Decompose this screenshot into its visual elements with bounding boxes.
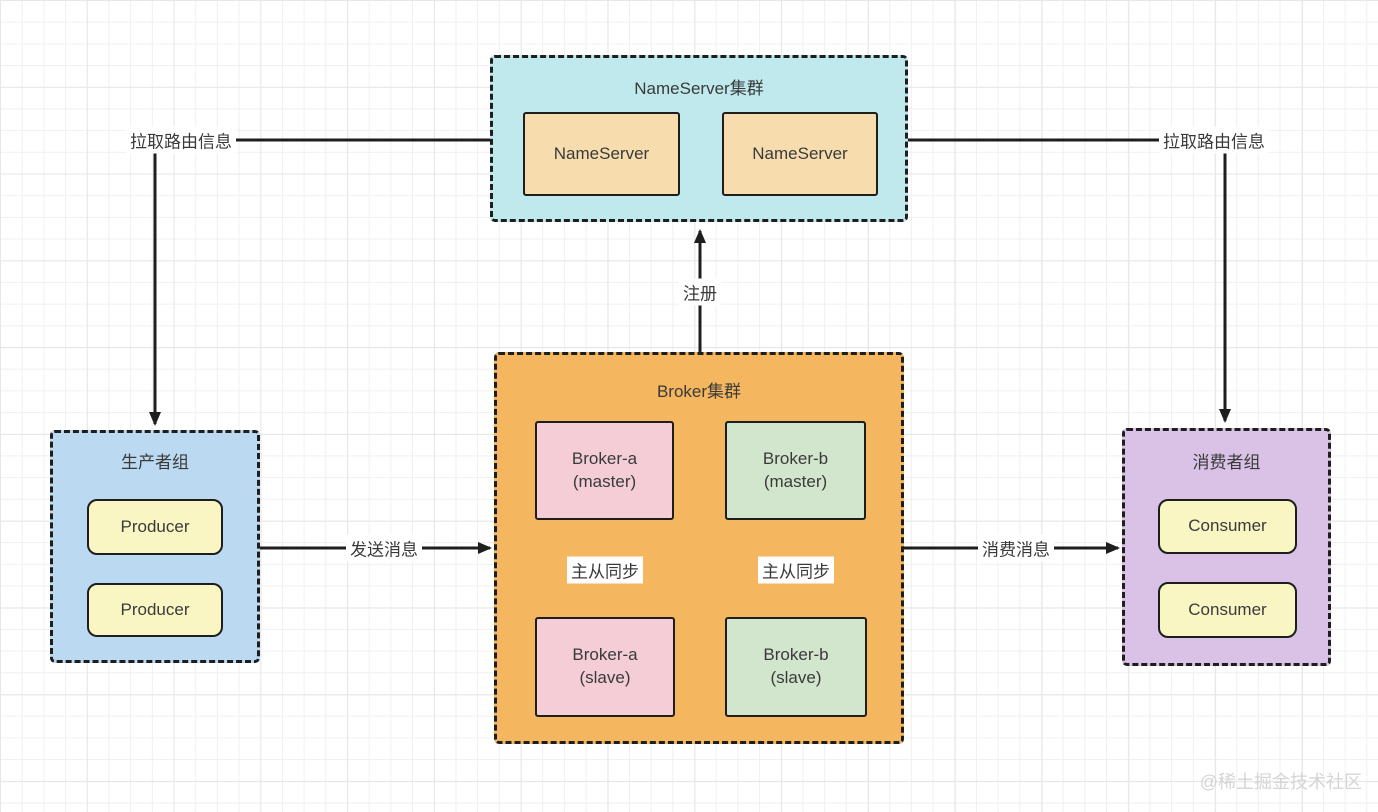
broker-cluster-group: Broker集群 Broker-a (master) Broker-b (mas… bbox=[494, 352, 904, 744]
edge-label-sync-a: 主从同步 bbox=[567, 556, 643, 584]
broker-b-master-node: Broker-b (master) bbox=[725, 421, 866, 520]
edge-label-register: 注册 bbox=[679, 278, 721, 306]
nameserver-cluster-title: NameServer集群 bbox=[634, 79, 764, 98]
producer-group: 生产者组 Producer Producer bbox=[50, 430, 260, 663]
edge-label-pull-route-left: 拉取路由信息 bbox=[126, 126, 236, 154]
consumer-node-2: Consumer bbox=[1158, 582, 1297, 638]
producer-node-2: Producer bbox=[87, 583, 223, 637]
nameserver-node-1: NameServer bbox=[523, 112, 680, 196]
edge-label-consume-message: 消费消息 bbox=[978, 534, 1054, 562]
edge-label-send-message: 发送消息 bbox=[346, 534, 422, 562]
consumer-group: 消费者组 Consumer Consumer bbox=[1122, 428, 1331, 666]
producer-group-title: 生产者组 bbox=[121, 453, 189, 472]
nameserver-cluster-group: NameServer集群 NameServer NameServer bbox=[490, 55, 908, 222]
watermark: @稀土掘金技术社区 bbox=[1199, 772, 1362, 792]
producer-node-1: Producer bbox=[87, 499, 223, 555]
nameserver-node-2: NameServer bbox=[722, 112, 878, 196]
consumer-group-title: 消费者组 bbox=[1192, 453, 1261, 472]
broker-b-slave-node: Broker-b (slave) bbox=[725, 617, 867, 717]
broker-a-slave-node: Broker-a (slave) bbox=[535, 617, 675, 717]
consumer-node-1: Consumer bbox=[1158, 499, 1297, 554]
broker-a-master-node: Broker-a (master) bbox=[535, 421, 674, 520]
edge-label-sync-b: 主从同步 bbox=[758, 556, 834, 584]
broker-cluster-title: Broker集群 bbox=[656, 382, 742, 401]
edge-label-pull-route-right: 拉取路由信息 bbox=[1159, 126, 1269, 154]
